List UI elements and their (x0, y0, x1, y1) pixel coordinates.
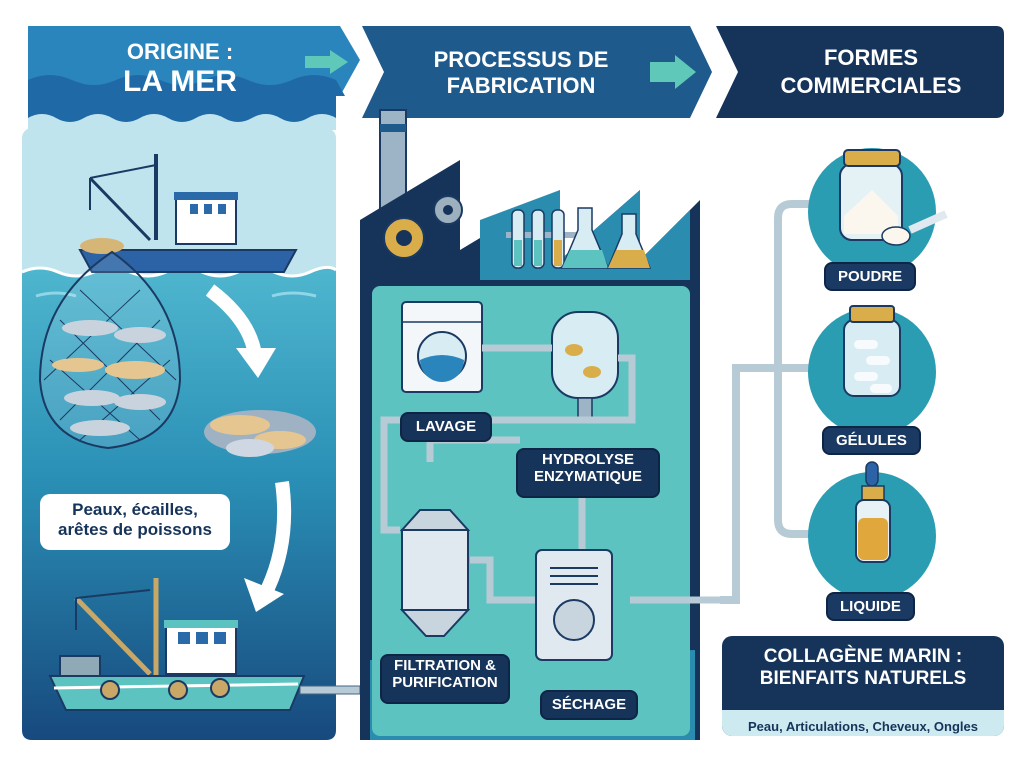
step-label-filtration-line1: FILTRATION & (394, 657, 496, 674)
origin-callout-line1: Peaux, écailles, (72, 500, 198, 519)
banner-process-line2: FABRICATION (446, 73, 596, 98)
dropper-bottle-icon (855, 461, 891, 563)
arrow-right-icon (650, 55, 696, 89)
curved-arrow-icon (261, 481, 292, 591)
washing-machine-icon (401, 301, 483, 393)
banner-forms-line2: COMMERCIALES (780, 73, 962, 98)
benefits-box: COLLAGÈNE MARIN : BIENFAITS NATURELS Pea… (722, 636, 1004, 736)
filter-column-icon (399, 509, 471, 637)
banner-origin-line2: LA MER (123, 65, 237, 98)
sea-panel (21, 128, 360, 740)
fish-net-icon (38, 250, 182, 450)
banner-process-line1: PROCESSUS DE (433, 47, 609, 72)
gear-icon (433, 195, 463, 225)
origin-callout-line2: arêtes de poissons (57, 520, 212, 540)
pipe (299, 685, 360, 695)
arrow-right-icon (305, 50, 348, 74)
form-label-gelules: GÉLULES (822, 426, 921, 455)
fishing-boat-icon (78, 154, 298, 273)
step-label-sechage: SÉCHAGE (540, 690, 638, 720)
teal-boat-icon (48, 578, 306, 711)
banner-forms-line1: FORMES (823, 45, 919, 70)
step-label-filtration-line2: PURIFICATION (392, 673, 498, 691)
dryer-unit-icon (535, 549, 613, 661)
fish-scraps-icon (204, 410, 316, 457)
test-tubes-icon (506, 209, 586, 269)
step-label-filtration: FILTRATION & PURIFICATION (380, 654, 510, 704)
banner-forms (716, 26, 1004, 118)
capsule-bottle-icon (843, 305, 901, 397)
banner-origin (28, 26, 360, 130)
product-icons (839, 149, 948, 563)
benefits-title-line2: BIENFAITS NATURELS (759, 668, 967, 690)
step-label-hydrolyse: HYDROLYSE ENZYMATIQUE (516, 448, 660, 498)
step-label-hydrolyse-line1: HYDROLYSE (542, 451, 634, 468)
step-label-hydrolyse-line2: ENZYMATIQUE (533, 467, 643, 485)
benefits-title-line1: COLLAGÈNE MARIN : (763, 646, 963, 667)
form-label-liquide: LIQUIDE (826, 592, 915, 621)
banner-process (362, 26, 712, 118)
gear-icon (383, 217, 425, 259)
origin-callout: Peaux, écailles, arêtes de poissons (40, 494, 230, 550)
banner-origin-line1: ORIGINE : (126, 39, 234, 64)
benefits-subtitle: Peau, Articulations, Cheveux, Ongles (722, 710, 1004, 736)
powder-jar-icon (839, 149, 948, 246)
form-label-poudre: POUDRE (824, 262, 917, 291)
distribution-pipes (720, 200, 820, 604)
header-banners (28, 26, 1004, 130)
flask-icon (560, 207, 652, 269)
step-label-lavage: LAVAGE (400, 412, 492, 442)
